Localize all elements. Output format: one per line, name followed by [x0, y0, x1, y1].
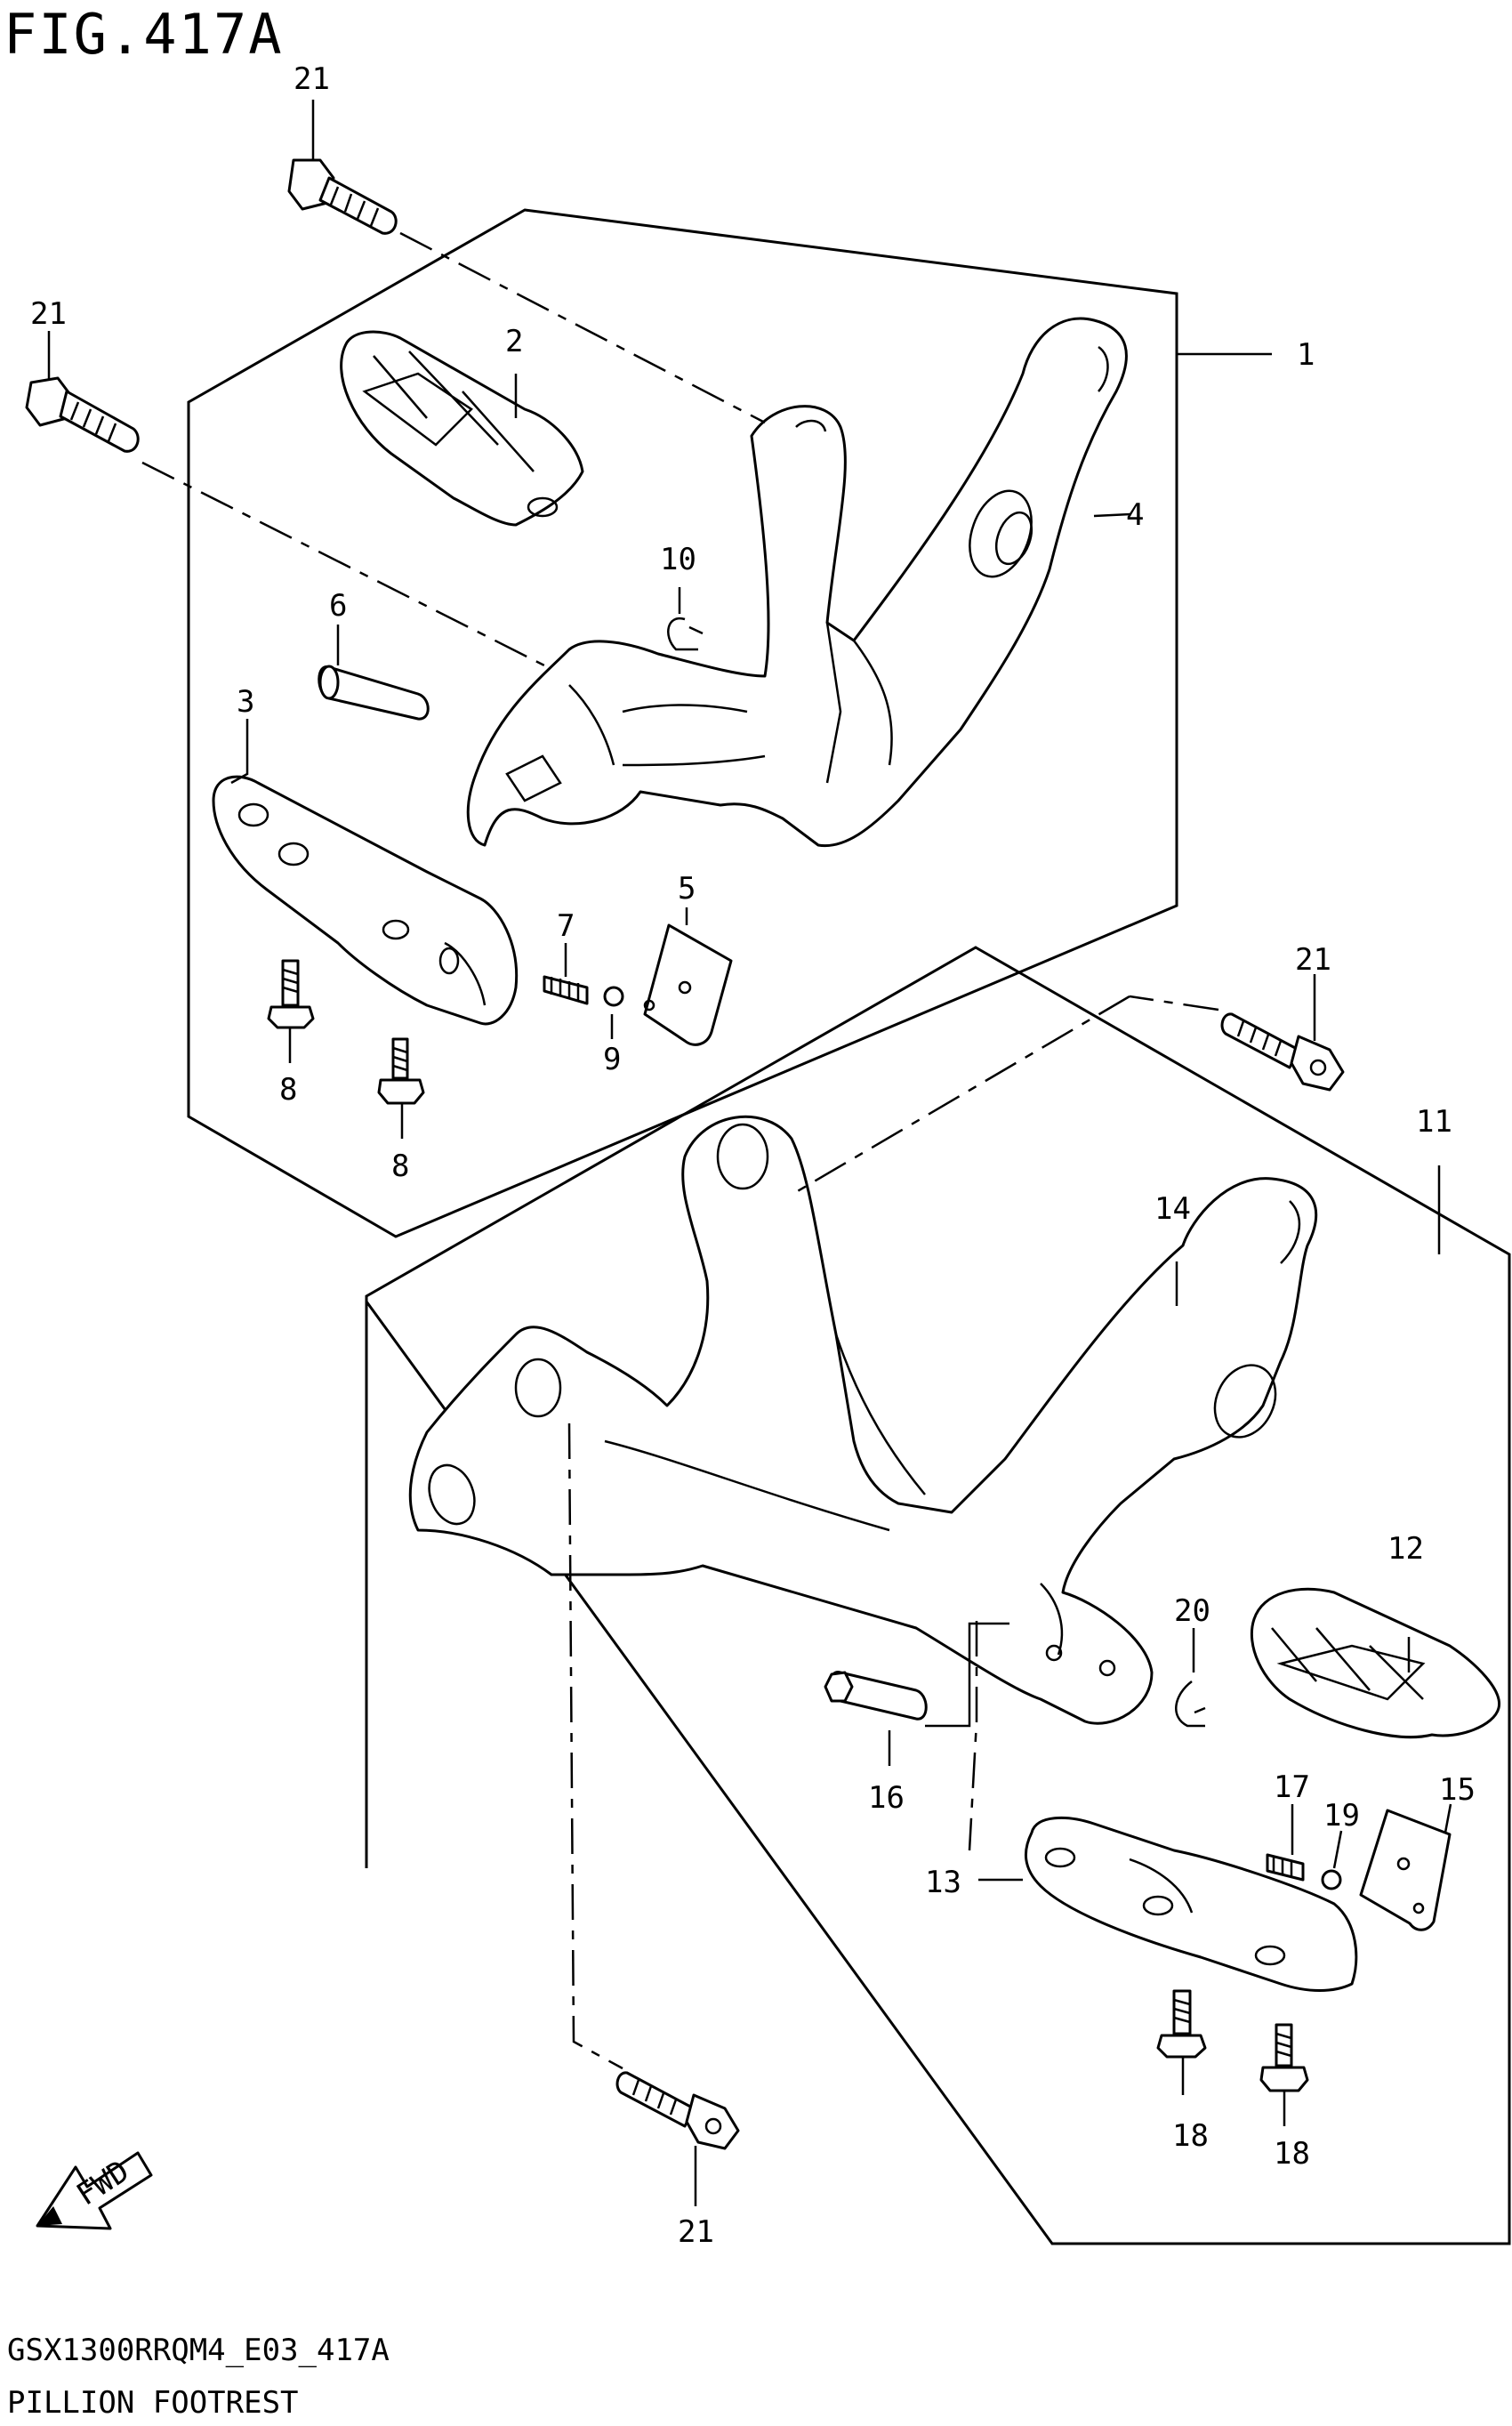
bolt-21-bottom [615, 2071, 740, 2150]
alignment-line-6 [968, 1621, 978, 1851]
callout-1: 1 [1297, 337, 1315, 373]
bracket-4 [466, 317, 1128, 848]
callout-14: 14 [1154, 1191, 1191, 1227]
footrest-bracket-3 [212, 775, 519, 1026]
callout-7: 7 [557, 908, 575, 944]
callout-11: 11 [1416, 1104, 1452, 1140]
alignment-line-2 [141, 461, 552, 671]
bolt-21-left [25, 376, 140, 453]
fwd-arrow-icon: FWD [36, 2151, 153, 2230]
alignment-line-1 [399, 231, 766, 424]
figure-title: FIG.417A [4, 2, 284, 67]
callout-21b: 21 [30, 296, 67, 332]
callout-21d: 21 [678, 2214, 714, 2250]
assembly-frame-left [187, 208, 1178, 1238]
callout-8b: 8 [391, 1149, 409, 1184]
bolt-18-a [1156, 1989, 1207, 2059]
pin-16 [824, 1671, 928, 1721]
figure-code: GSX1300RRQM4_E03_417A [7, 2333, 390, 2368]
callout-18b: 18 [1274, 2136, 1310, 2172]
plate-15 [1359, 1809, 1452, 1931]
alignment-line-5 [567, 1423, 623, 2070]
callout-18a: 18 [1172, 2118, 1209, 2154]
footpeg-12 [1250, 1587, 1500, 1739]
assembly-frame-right [365, 946, 1511, 2245]
leader-19 [1332, 1830, 1343, 1869]
callout-10: 10 [660, 542, 696, 577]
plate-5 [643, 923, 733, 1046]
circlip-20 [1175, 1680, 1206, 1728]
callout-16: 16 [868, 1780, 905, 1816]
spring-7 [543, 975, 589, 1005]
leader-3 [230, 719, 249, 785]
spring-17 [1266, 1853, 1305, 1882]
callout-5: 5 [678, 871, 696, 907]
leader-4 [1093, 512, 1132, 518]
footpeg-2 [340, 330, 584, 527]
alignment-line-4 [1129, 995, 1219, 1012]
callout-8a: 8 [279, 1072, 297, 1108]
callout-13: 13 [925, 1865, 961, 1900]
callout-9: 9 [603, 1042, 621, 1077]
bolt-21-right [1220, 1012, 1345, 1092]
callout-4: 4 [1126, 497, 1144, 533]
figure-caption: PILLION FOOTREST [7, 2385, 299, 2421]
callout-12: 12 [1387, 1531, 1424, 1567]
bolt-8-b [377, 1037, 425, 1105]
callout-15: 15 [1439, 1772, 1476, 1808]
bolt-8-a [267, 959, 315, 1029]
callout-6: 6 [329, 588, 347, 624]
circlip-10 [667, 617, 704, 651]
bracket-14 [408, 1115, 1318, 1725]
callout-20: 20 [1174, 1593, 1210, 1629]
bolt-21-top [287, 158, 398, 235]
callout-3: 3 [237, 684, 254, 720]
ball-19 [1321, 1869, 1342, 1890]
callout-21a: 21 [294, 61, 330, 97]
callout-2: 2 [505, 324, 523, 359]
alignment-line-3 [795, 995, 1130, 1194]
pin-6 [318, 665, 430, 721]
pin-16-bracket-line [925, 1622, 1009, 1728]
callout-21c: 21 [1295, 942, 1331, 978]
ball-9 [603, 986, 624, 1007]
footrest-bracket-13 [1024, 1816, 1358, 1992]
callout-17: 17 [1274, 1769, 1310, 1805]
leader-15 [1444, 1803, 1452, 1834]
callout-19: 19 [1323, 1798, 1360, 1834]
bolt-18-b [1259, 2023, 1309, 2092]
